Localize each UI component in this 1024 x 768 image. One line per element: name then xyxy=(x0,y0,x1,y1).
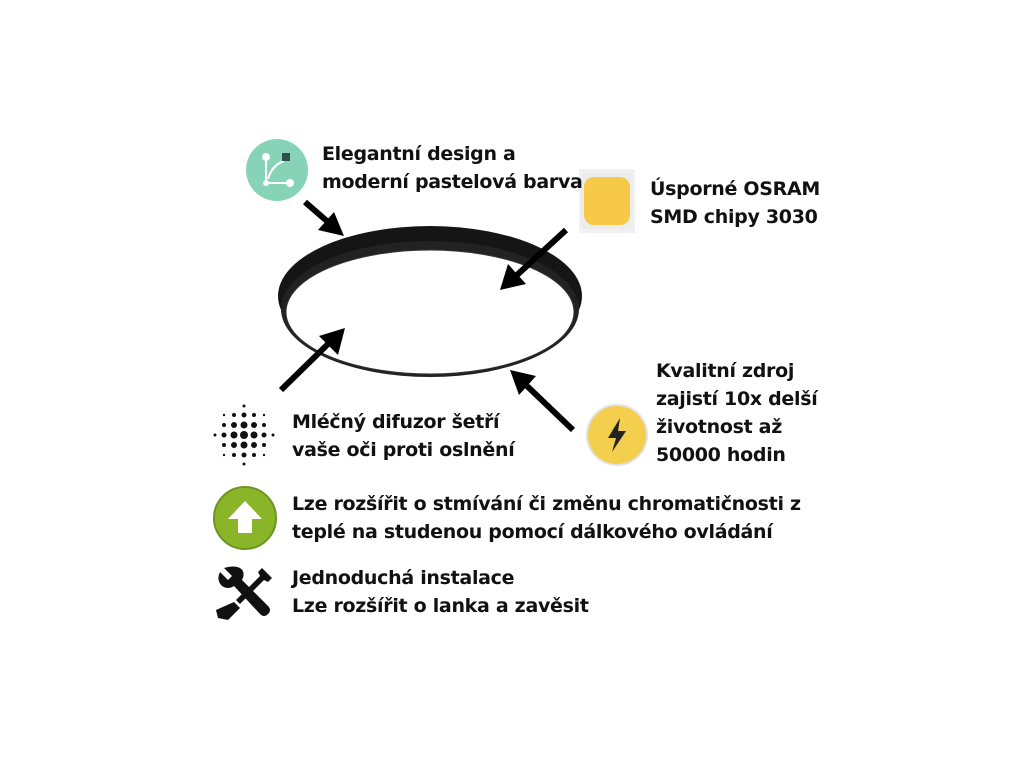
feature-design-line1: Elegantní design a xyxy=(322,143,516,165)
feature-diffuser-label: Mléčný difuzor šetří vaše oči proti osln… xyxy=(292,408,515,464)
feature-diffuser-line2: vaše oči proti oslnění xyxy=(292,439,515,461)
feature-source-line1: Kvalitní zdroj xyxy=(656,360,795,382)
arrow-to-chips xyxy=(500,227,569,290)
arrow-up-icon xyxy=(213,486,277,550)
feature-design-label: Elegantní design a moderní pastelová bar… xyxy=(322,140,583,196)
arrow-to-frame xyxy=(303,199,344,236)
feature-chips-line1: Úsporné OSRAM xyxy=(650,178,820,200)
feature-dimming-line1: Lze rozšířit o stmívání či změnu chromat… xyxy=(292,493,801,515)
led-chip-icon xyxy=(579,169,635,233)
feature-install-label: Jednoduchá instalace Lze rozšířit o lank… xyxy=(292,564,589,620)
wrench-screwdriver-icon xyxy=(216,566,272,620)
arrow-to-source xyxy=(510,370,576,433)
feature-chips-label: Úsporné OSRAM SMD chipy 3030 xyxy=(650,175,820,231)
feature-source-line3: životnost až xyxy=(656,416,782,438)
design-tool-icon xyxy=(246,139,308,201)
feature-dimming-line2: teplé na studenou pomocí dálkového ovlád… xyxy=(292,521,773,543)
diffuser-dots-icon xyxy=(213,404,275,466)
feature-source-label: Kvalitní zdroj zajistí 10x delší životno… xyxy=(656,357,818,469)
feature-design-line2: moderní pastelová barva xyxy=(322,171,583,193)
feature-install-line2: Lze rozšířit o lanka a zavěsit xyxy=(292,595,589,617)
feature-chips-line2: SMD chipy 3030 xyxy=(650,206,818,228)
feature-dimming-label: Lze rozšířit o stmívání či změnu chromat… xyxy=(292,490,801,546)
feature-install-line1: Jednoduchá instalace xyxy=(292,567,515,589)
feature-source-line4: 50000 hodin xyxy=(656,444,786,466)
feature-diffuser-line1: Mléčný difuzor šetří xyxy=(292,411,500,433)
arrow-to-diffuser xyxy=(278,328,345,393)
feature-source-line2: zajistí 10x delší xyxy=(656,388,818,410)
ceiling-lamp xyxy=(278,226,582,377)
lightning-icon xyxy=(586,404,648,466)
